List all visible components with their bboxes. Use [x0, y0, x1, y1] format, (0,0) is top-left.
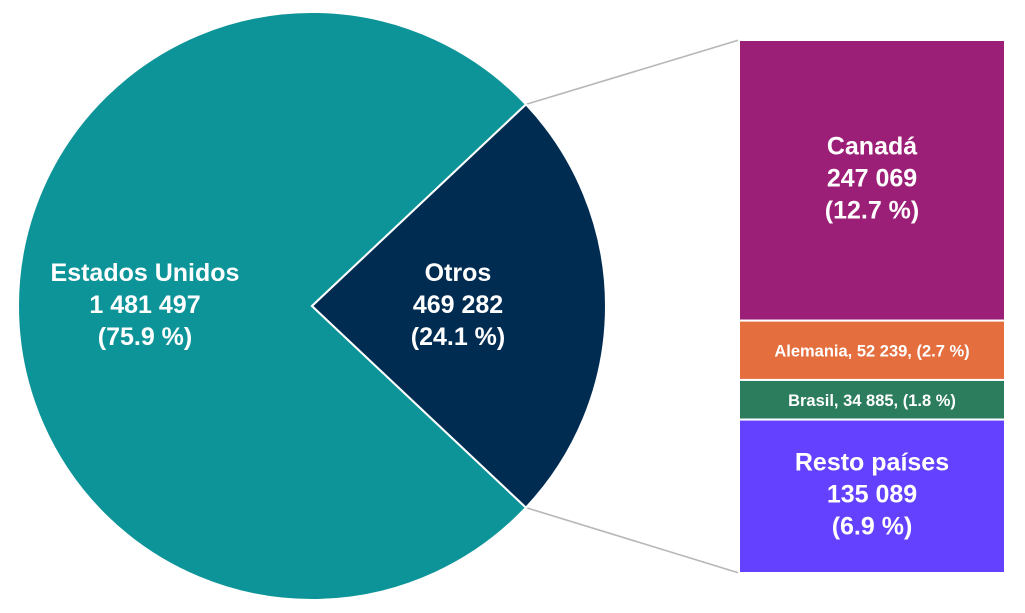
bar-label-resto-paises-value: 135 089	[827, 480, 917, 508]
bar-segment-resto-paises	[738, 418, 1006, 574]
bar-segment-alemania	[738, 319, 1006, 381]
pie-label-estados-unidos-value: 1 481 497	[89, 291, 200, 319]
bar-segment-brasil	[738, 378, 1006, 421]
bar-label-alemania: Alemania, 52 239, (2.7 %)	[774, 342, 969, 360]
pie-slice-estados-unidos	[17, 11, 528, 601]
bar-label-canada-pct: (12.7 %)	[825, 196, 919, 224]
connector-line-bottom	[525, 506, 740, 574]
pie-label-otros-value: 469 282	[413, 291, 503, 319]
connector-lines	[525, 39, 740, 574]
labels: Canadá 247 069 (12.7 %) Alemania, 52 239, (…	[51, 132, 970, 540]
bar-label-resto-paises-pct: (6.9 %)	[832, 512, 913, 540]
bar-label-canada-name: Canadá	[827, 132, 917, 160]
bar-label-canada-value: 247 069	[827, 164, 917, 192]
pie-label-estados-unidos-name: Estados Unidos	[51, 259, 240, 287]
bar-label-brasil: Brasil, 34 885, (1.8 %)	[788, 392, 956, 410]
bar-segment-canada	[738, 39, 1006, 322]
pie-slice-otros	[310, 102, 607, 510]
connector-line-top	[525, 39, 740, 106]
bar-label-resto-paises-name: Resto países	[795, 448, 949, 476]
pie-label-estados-unidos-pct: (75.9 %)	[98, 323, 192, 351]
pie-label-otros-pct: (24.1 %)	[411, 323, 505, 351]
pie	[17, 11, 607, 601]
pie-label-otros-name: Otros	[425, 259, 492, 287]
breakdown-bar	[738, 39, 1006, 574]
